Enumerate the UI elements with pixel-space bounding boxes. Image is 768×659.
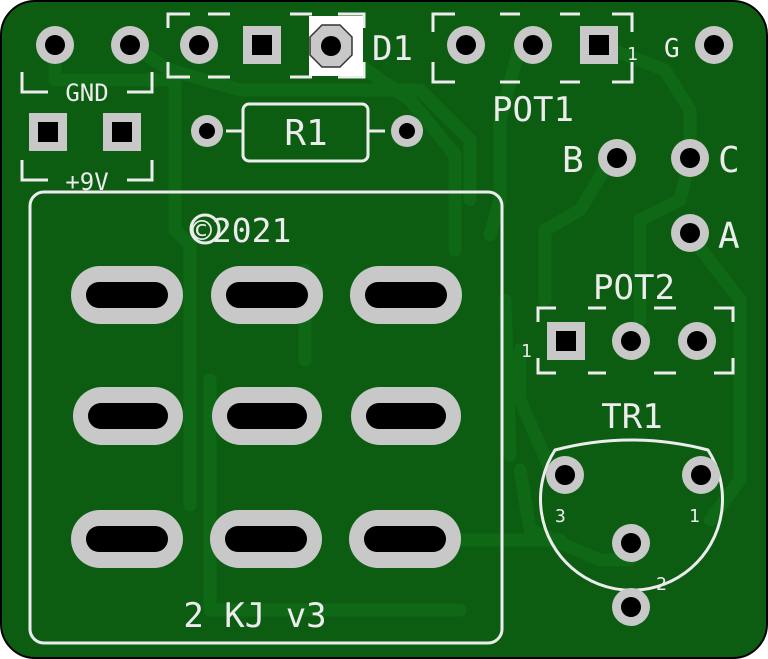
label-c: C bbox=[718, 140, 740, 181]
label-pot1: POT1 bbox=[492, 90, 574, 130]
pads bbox=[29, 16, 733, 626]
label-tr1: TR1 bbox=[601, 397, 662, 437]
label-copyright: ©2021 bbox=[192, 211, 291, 250]
label-plus9v: +9V bbox=[65, 168, 108, 196]
label-a: A bbox=[718, 216, 740, 257]
slot-pad-r1c2 bbox=[211, 266, 323, 324]
slot-pad-r2c3 bbox=[351, 387, 461, 445]
slot-pad-r1c1 bbox=[71, 266, 183, 324]
label-tr1-pin2: 2 bbox=[656, 574, 667, 595]
label-pot2: POT2 bbox=[593, 268, 675, 308]
label-pot1-pin: 1 bbox=[627, 44, 638, 65]
slot-pad-r3c3 bbox=[349, 510, 461, 568]
label-pot2-pin: 1 bbox=[521, 341, 532, 362]
label-g: G bbox=[664, 34, 680, 64]
label-d1: D1 bbox=[372, 29, 413, 69]
slot-pad-r2c1 bbox=[73, 387, 183, 445]
label-b: B bbox=[562, 140, 584, 181]
label-tr1-pin3: 3 bbox=[555, 506, 566, 527]
switch-pads bbox=[71, 266, 462, 568]
label-version: 2 KJ v3 bbox=[183, 596, 326, 636]
silkscreen-frames bbox=[20, 12, 735, 645]
slot-pad-r3c2 bbox=[210, 510, 322, 568]
slot-pad-r2c2 bbox=[212, 387, 322, 445]
label-tr1-pin1: 1 bbox=[689, 506, 700, 527]
silkscreen-text: GND +9V D1 POT1 1 G R1 B C A ©2021 POT2 … bbox=[65, 29, 740, 636]
label-gnd: GND bbox=[65, 79, 108, 107]
copper-traces bbox=[48, 38, 747, 617]
slot-pad-r1c3 bbox=[350, 266, 462, 324]
slot-pad-r3c1 bbox=[71, 510, 183, 568]
label-r1: R1 bbox=[284, 113, 327, 154]
